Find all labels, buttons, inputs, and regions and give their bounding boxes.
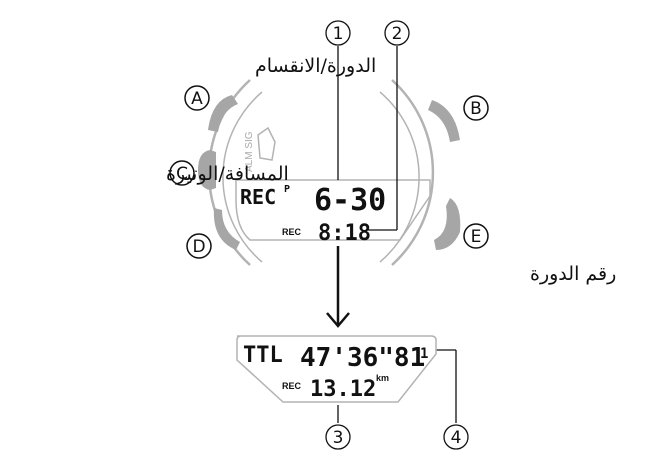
svg-text:4: 4	[451, 428, 462, 448]
button-d-pad	[213, 208, 240, 250]
button-e-function-label: رقم الدورة	[530, 263, 616, 285]
button-b-label: B	[463, 95, 489, 121]
distance-unit: km	[376, 373, 389, 383]
button-c-function-label: المسافة/الوتيرة	[166, 163, 289, 185]
button-b-pad	[428, 100, 460, 142]
svg-text:3: 3	[333, 428, 344, 448]
button-a-function-label: الدورة/الانقسام	[255, 55, 376, 77]
mode-superscript: P	[284, 184, 290, 195]
svg-text:2: 2	[392, 24, 403, 44]
button-c-label: C	[169, 160, 195, 186]
total-time-value: 47'36"81	[300, 343, 425, 373]
button-a-pad	[208, 95, 238, 132]
total-label: TTL	[243, 343, 283, 368]
button-e-pad	[434, 198, 461, 250]
svg-text:C: C	[176, 164, 188, 184]
button-e-label: E	[463, 223, 489, 249]
alm-sig-label: ALM SIG	[244, 131, 255, 172]
sub-mode-label: REC	[282, 227, 302, 237]
lap-number: 1	[420, 346, 428, 362]
detail-display-frame	[236, 335, 437, 403]
callout-3: 3	[325, 424, 351, 450]
button-a-label: A	[184, 85, 210, 111]
svg-text:D: D	[192, 237, 205, 257]
main-display-frame	[235, 179, 431, 241]
side-buttons	[198, 95, 461, 250]
svg-text:E: E	[471, 227, 482, 247]
mode-label: REC	[240, 185, 276, 209]
date-value: 6-30	[314, 183, 386, 218]
callout-1: 1	[325, 20, 351, 46]
arrow-down-icon	[326, 246, 350, 328]
alarm-shape-icon	[257, 126, 276, 161]
detail-sub-label: REC	[282, 381, 302, 391]
svg-text:A: A	[191, 89, 203, 109]
svg-text:B: B	[470, 99, 482, 119]
callout-4: 4	[443, 424, 469, 450]
svg-text:1: 1	[333, 24, 344, 44]
distance-value: 13.12	[310, 377, 376, 402]
button-c-pad	[198, 150, 216, 190]
callout-lines	[337, 46, 457, 423]
callout-2: 2	[384, 20, 410, 46]
button-d-label: D	[186, 233, 212, 259]
time-value: 8:18	[318, 221, 371, 246]
